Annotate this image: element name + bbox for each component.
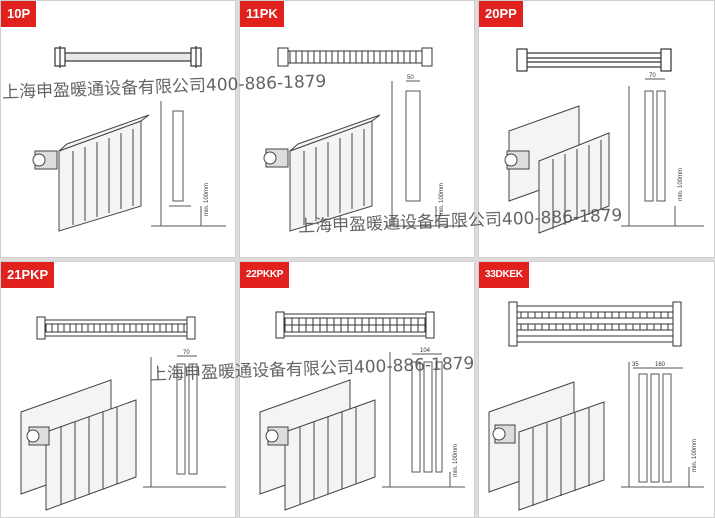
side-view — [382, 352, 465, 488]
type-badge: 11PK — [240, 1, 284, 27]
panel-11pk: 11PK — [239, 0, 475, 258]
type-badge: 33DKEK — [479, 262, 529, 288]
type-badge: 22PKKP — [240, 262, 290, 288]
type-badge: 21PKP — [1, 262, 55, 288]
top-view — [516, 48, 672, 72]
depth-label: 104 — [420, 348, 431, 354]
side-view — [143, 355, 226, 488]
depth-label: 70 — [649, 73, 656, 79]
type-badge: 20PP — [479, 1, 523, 27]
radiator-3d — [259, 379, 376, 511]
clearance-label: min. 100mm — [678, 168, 684, 201]
top-view — [275, 311, 435, 339]
radiator-drawing: 70 min. 100mm — [504, 48, 704, 234]
depth-label: 70 — [183, 350, 190, 356]
panel-10p: 10P — [0, 0, 236, 258]
side-view — [621, 362, 704, 488]
radiator-3d — [504, 105, 610, 234]
panel-22pkkp: 22PKKP — [239, 261, 475, 518]
radiator-3d — [488, 381, 605, 511]
panel-21pkp: 21PKP — [0, 261, 236, 518]
top-view — [54, 46, 202, 68]
panel-33dkek: 33DKEK — [478, 261, 715, 518]
clearance-label: min. 100mm — [439, 183, 445, 216]
clearance-label: min. 100mm — [453, 444, 459, 477]
top-view — [508, 301, 682, 347]
offset-label: 35 — [632, 362, 639, 368]
radiator-drawing: 70 — [20, 316, 226, 511]
side-view — [621, 78, 704, 227]
radiator-drawing: 50 min. 100mm — [263, 47, 465, 232]
side-view — [151, 101, 226, 227]
depth-label: 50 — [407, 75, 414, 81]
radiator-drawing: min. 100mm — [32, 46, 226, 232]
top-view — [277, 47, 433, 67]
clearance-label: min. 100mm — [692, 439, 698, 472]
type-badge: 10P — [1, 1, 37, 27]
clearance-label: min. 100mm — [204, 183, 210, 216]
radiator-3d — [32, 114, 150, 232]
radiator-drawing: 104 min. 100mm — [259, 311, 465, 511]
radiator-3d — [20, 379, 137, 511]
top-view — [36, 316, 196, 340]
panel-20pp: 20PP — [478, 0, 715, 258]
radiator-3d — [263, 114, 381, 232]
side-view — [385, 80, 465, 227]
radiator-drawing: 35 160 min. 100mm — [488, 301, 704, 511]
depth-label: 160 — [655, 362, 666, 368]
